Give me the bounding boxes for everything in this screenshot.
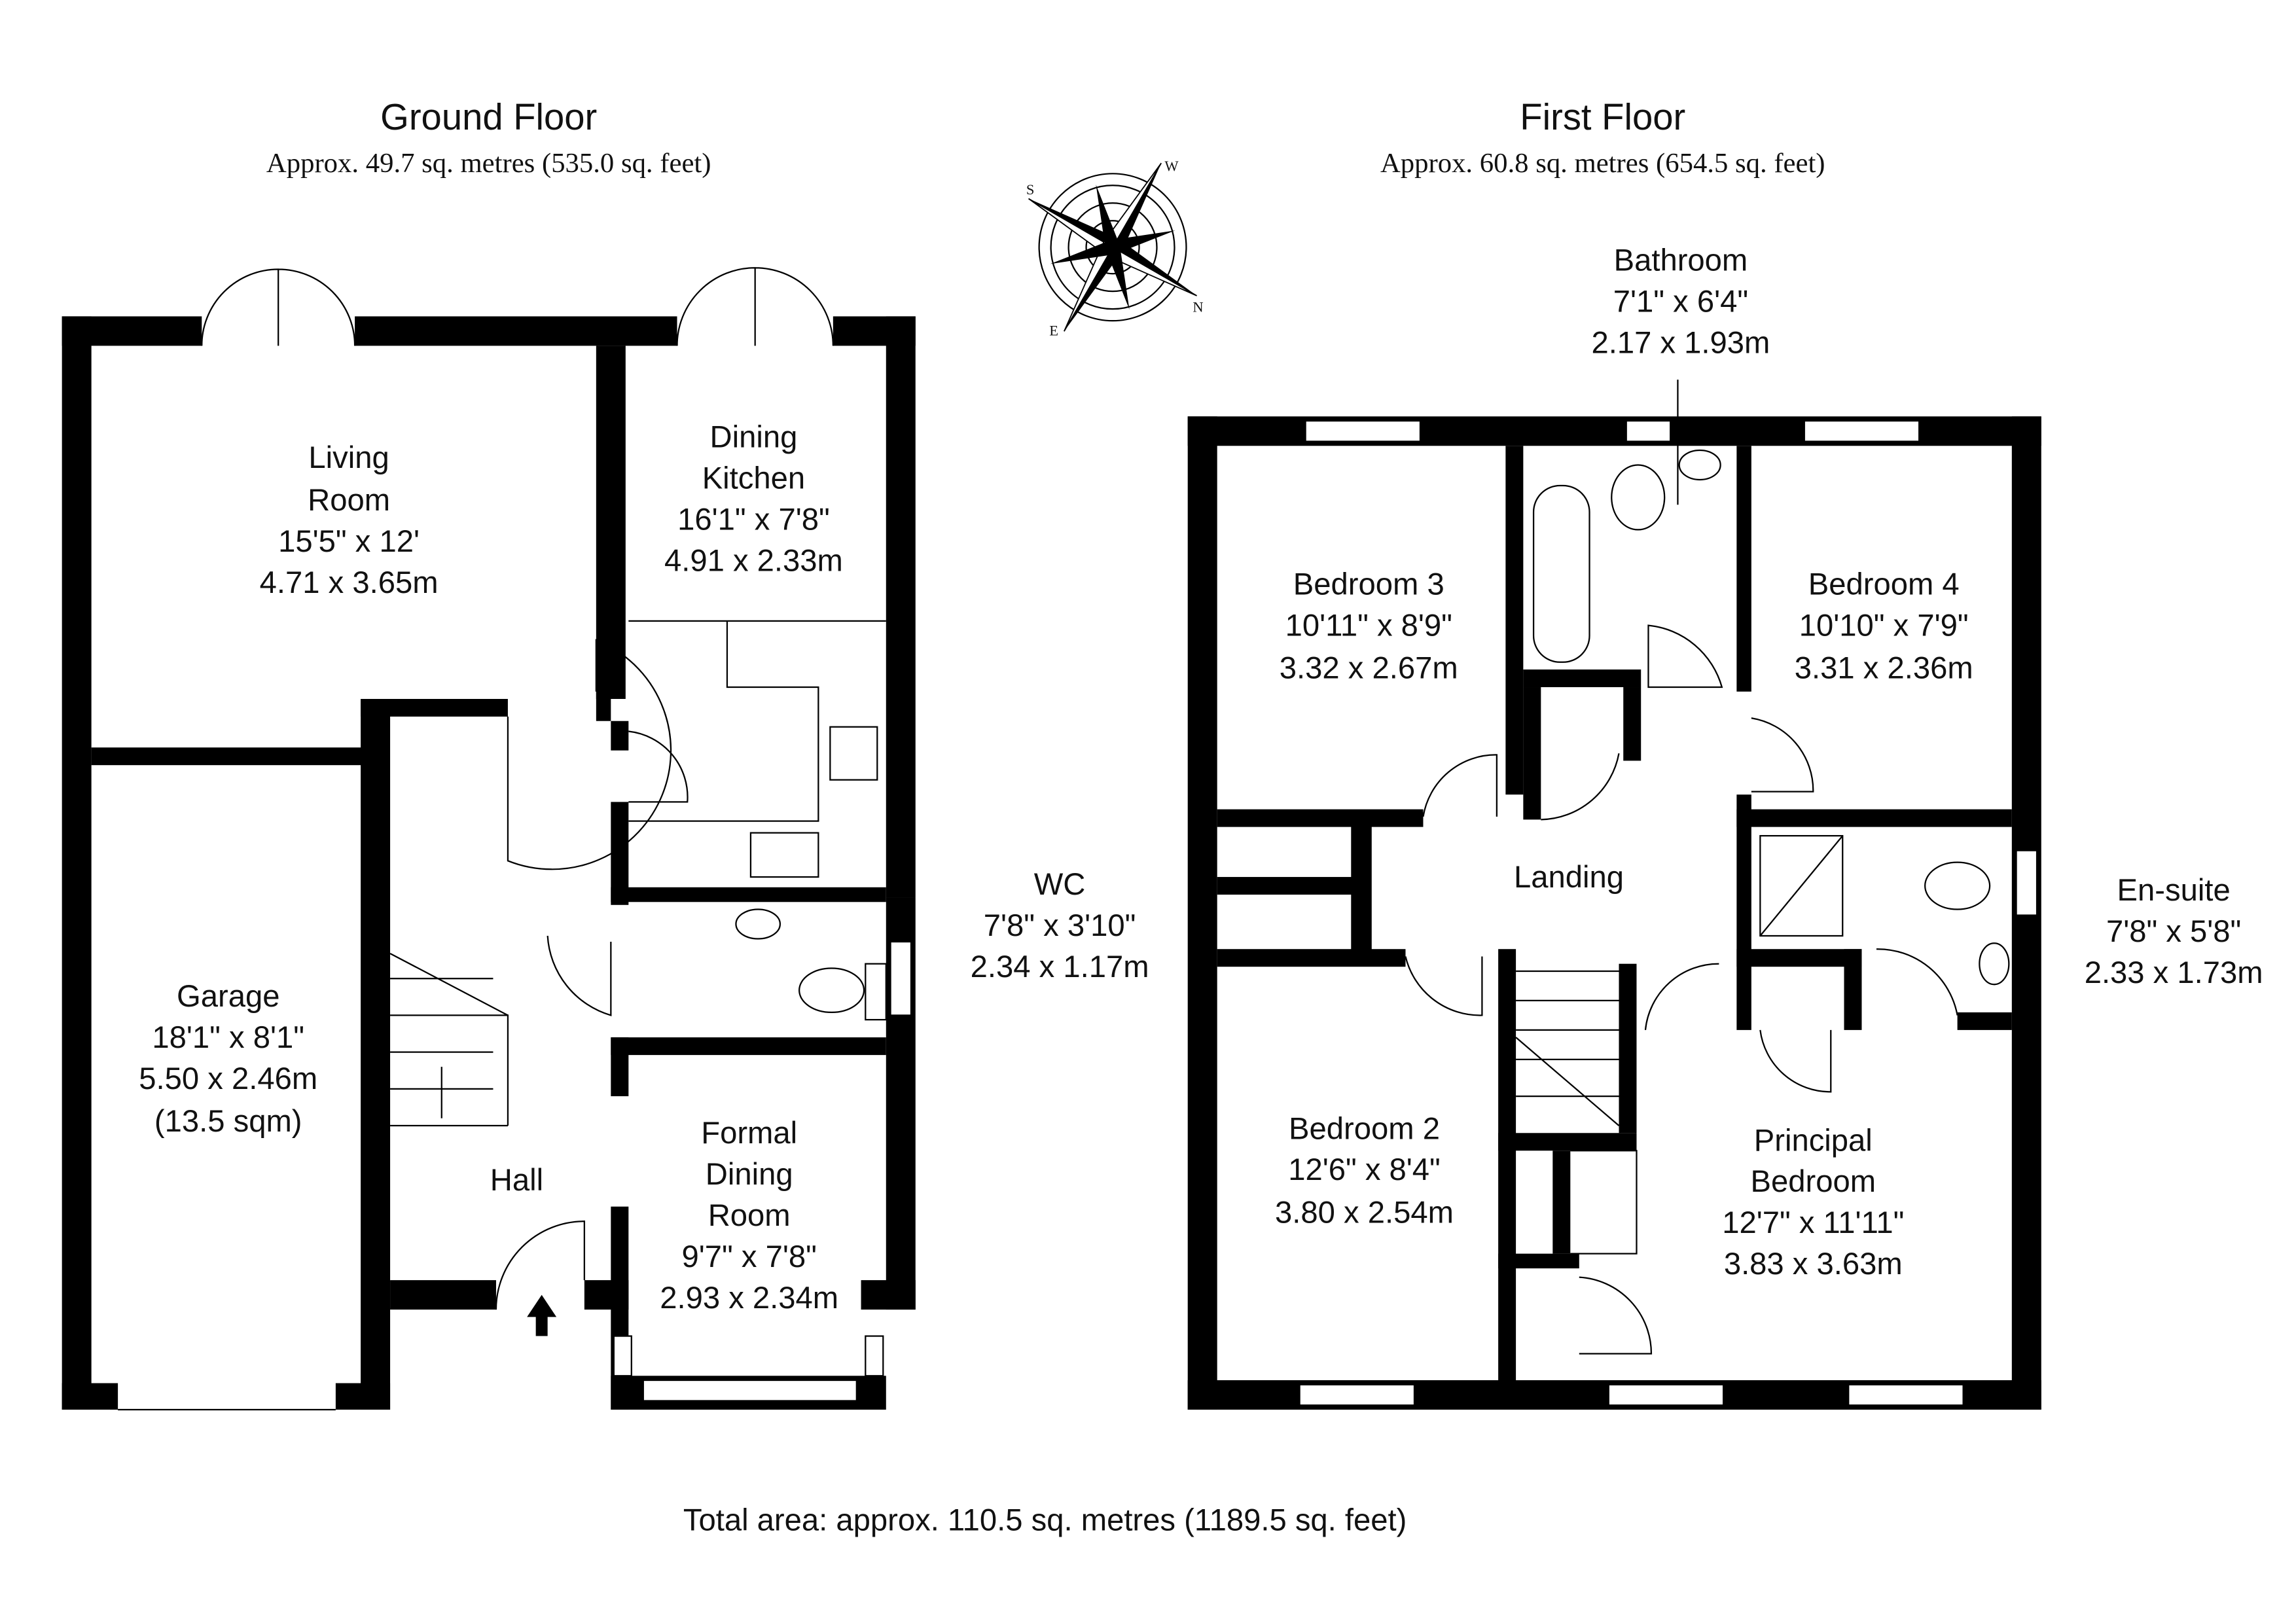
bedroom-2-imperial: 12'6" x 8'4" <box>1288 1152 1441 1187</box>
dining-kitchen-label-2: Kitchen <box>702 461 805 495</box>
dining-kitchen-metric: 4.91 x 2.33m <box>664 543 843 578</box>
wc-imperial: 7'8" x 3'10" <box>984 908 1136 943</box>
ground-floor-walls <box>62 267 916 1411</box>
formal-dining-label-3: Room <box>708 1198 791 1233</box>
wc-label: WC <box>1034 867 1086 902</box>
bedroom-3-label: Bedroom 3 <box>1293 567 1444 601</box>
first-floor-title: First Floor <box>1520 96 1685 137</box>
bathroom-imperial: 7'1" x 6'4" <box>1613 285 1748 319</box>
bedroom-3-imperial: 10'11" x 8'9" <box>1285 608 1452 643</box>
bedroom-2-metric: 3.80 x 2.54m <box>1275 1195 1454 1230</box>
bedroom-4-label: Bedroom 4 <box>1808 567 1960 601</box>
garage-metric: 5.50 x 2.46m <box>139 1061 317 1096</box>
garage-imperial: 18'1" x 8'1" <box>152 1020 304 1055</box>
en-suite-label: En-suite <box>2117 873 2231 908</box>
garage-label: Garage <box>177 979 279 1014</box>
en-suite-metric: 2.33 x 1.73m <box>2085 955 2263 990</box>
wc-metric: 2.34 x 1.17m <box>971 950 1149 984</box>
ground-floor-title: Ground Floor <box>380 96 597 137</box>
hall-label: Hall <box>490 1163 543 1198</box>
principal-bedroom-metric: 3.83 x 3.63m <box>1724 1247 1903 1281</box>
compass-e: E <box>1049 323 1058 339</box>
bedroom-2-label: Bedroom 2 <box>1289 1111 1440 1146</box>
en-suite-imperial: 7'8" x 5'8" <box>2106 914 2241 949</box>
bedroom-4-metric: 3.31 x 2.36m <box>1795 651 1973 686</box>
compass-s: S <box>1026 181 1035 198</box>
garage-sqm: (13.5 sqm) <box>154 1104 302 1139</box>
formal-dining-label: Formal <box>701 1116 797 1150</box>
landing-label: Landing <box>1514 860 1624 895</box>
bathroom-metric: 2.17 x 1.93m <box>1591 326 1770 361</box>
first-floor-walls <box>1187 416 2041 1410</box>
entrance-arrow-icon <box>527 1294 557 1336</box>
dining-kitchen-label: Dining <box>710 420 798 455</box>
bedroom-3-metric: 3.32 x 2.67m <box>1280 651 1458 686</box>
ground-floor-area: Approx. 49.7 sq. metres (535.0 sq. feet) <box>266 148 711 179</box>
living-room-label-2: Room <box>308 483 390 518</box>
total-area: Total area: approx. 110.5 sq. metres (11… <box>683 1503 1407 1537</box>
dining-kitchen-imperial: 16'1" x 7'8" <box>677 502 830 537</box>
living-room-label: Living <box>308 440 389 475</box>
living-room-imperial: 15'5" x 12' <box>278 524 420 559</box>
bedroom-4-imperial: 10'10" x 7'9" <box>1799 608 1969 643</box>
formal-dining-metric: 2.93 x 2.34m <box>660 1281 838 1315</box>
principal-bedroom-label-2: Bedroom <box>1751 1164 1876 1199</box>
living-room-metric: 4.71 x 3.65m <box>260 565 439 600</box>
first-floor-area: Approx. 60.8 sq. metres (654.5 sq. feet) <box>1380 148 1825 179</box>
formal-dining-label-2: Dining <box>706 1157 793 1192</box>
compass-n: N <box>1193 299 1203 315</box>
principal-bedroom-label: Principal <box>1754 1123 1873 1158</box>
compass-w: W <box>1164 158 1179 174</box>
principal-bedroom-imperial: 12'7" x 11'11" <box>1722 1205 1904 1240</box>
bathroom-label: Bathroom <box>1614 243 1748 278</box>
compass-rose-icon: S W N E <box>1026 158 1204 339</box>
formal-dining-imperial: 9'7" x 7'8" <box>681 1240 816 1274</box>
